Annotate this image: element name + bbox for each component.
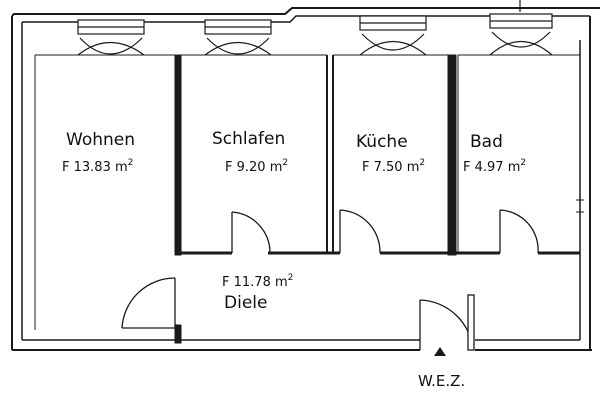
window-wohnen [77, 19, 145, 56]
room-name-bad: Bad [470, 132, 503, 152]
room-name-kueche: Küche [356, 132, 408, 152]
doors [121, 209, 539, 351]
door-wohnen [121, 277, 176, 329]
room-area-schlafen: F 9.20 m2 [225, 158, 288, 175]
room-area-wohnen: F 13.83 m2 [62, 158, 133, 175]
door-kueche [339, 209, 381, 254]
interior-walls [35, 54, 584, 344]
outer-walls [11, 7, 600, 351]
room-name-schlafen: Schlafen [212, 129, 285, 149]
room-area-bad: F 4.97 m2 [463, 158, 526, 175]
window-kueche [359, 15, 427, 56]
door-schlafen [231, 211, 271, 254]
room-area-kueche: F 7.50 m2 [362, 158, 425, 175]
door-bad [499, 209, 539, 254]
entrance-label: W.E.Z. [418, 372, 465, 390]
room-area-diele: F 11.78 m2 [222, 273, 293, 290]
room-name-wohnen: Wohnen [66, 130, 135, 150]
window-schlafen [204, 19, 272, 56]
entrance-arrow [434, 347, 446, 356]
windows [77, 0, 553, 56]
door-entrance [419, 294, 475, 351]
room-name-diele: Diele [224, 293, 267, 313]
window-bad [489, 13, 553, 56]
